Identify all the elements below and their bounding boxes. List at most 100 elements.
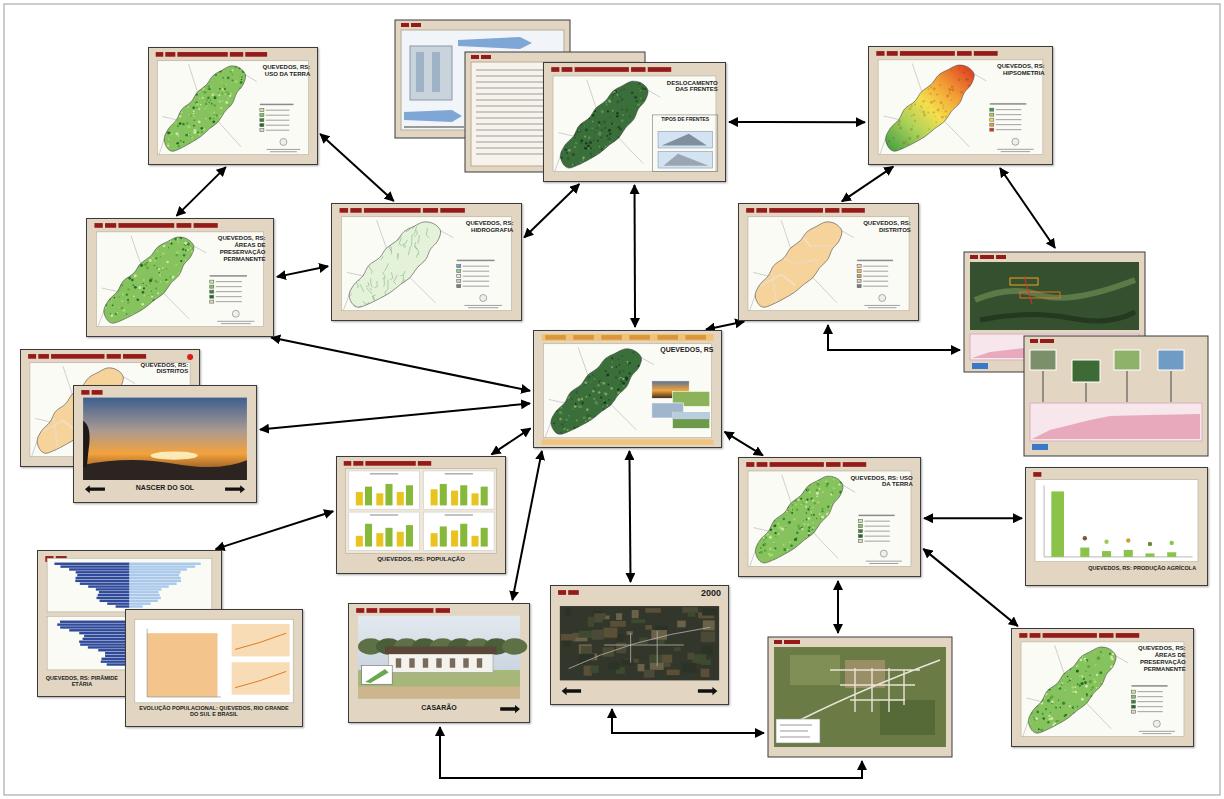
- land-dot: [549, 351, 550, 352]
- land-dot: [569, 82, 572, 85]
- land-dot: [635, 133, 638, 136]
- land-dot: [198, 108, 200, 110]
- land-dot: [129, 301, 130, 302]
- relief-dot: [970, 145, 972, 147]
- land-dot: [116, 312, 118, 314]
- slide-tab: [774, 640, 782, 644]
- profile-slide: [964, 252, 1145, 372]
- land-dot: [582, 159, 584, 161]
- river-line: [369, 229, 372, 235]
- river-line: [389, 241, 392, 251]
- river-line: [431, 254, 433, 261]
- river-line: [359, 270, 363, 276]
- caption-line: [404, 126, 464, 128]
- land-dot: [819, 546, 820, 547]
- land-dot: [215, 65, 218, 68]
- land-dot: [629, 393, 631, 395]
- map-texture: [883, 63, 979, 153]
- land-dot: [184, 307, 186, 309]
- land-dot: [115, 279, 117, 281]
- land-dot: [632, 127, 633, 128]
- land-dot: [191, 137, 193, 139]
- river-line: [348, 262, 349, 271]
- municipality-fill: [755, 476, 843, 563]
- land-dot: [568, 90, 569, 91]
- land-dot: [776, 510, 778, 512]
- land-dot: [196, 237, 199, 240]
- slide-tab: [350, 208, 361, 213]
- slide-tab: [757, 462, 768, 467]
- legend-heading-line: [857, 260, 893, 262]
- land-dot: [629, 415, 631, 417]
- land-dot: [554, 402, 556, 404]
- land-dot: [614, 86, 617, 89]
- relief-dot: [975, 129, 978, 132]
- river-line: [415, 246, 418, 255]
- municipality-fill: [560, 81, 648, 168]
- land-dot: [644, 88, 646, 90]
- land-dot: [180, 69, 182, 71]
- slide-title: QUEVEDOS, RS: DISTRITOS: [121, 362, 189, 376]
- land-dot: [755, 562, 757, 564]
- navigation-arrow: [320, 134, 394, 201]
- relief-dot: [899, 82, 901, 84]
- land-dot: [623, 385, 625, 387]
- district-line: [54, 418, 59, 453]
- river-line: [383, 227, 386, 234]
- land-dot: [166, 118, 168, 120]
- land-dot: [194, 298, 196, 300]
- land-dot: [583, 350, 585, 352]
- boundary-line: [880, 139, 886, 155]
- navigation-arrow: [260, 403, 530, 429]
- land-dot: [196, 107, 198, 109]
- river-line: [431, 304, 434, 310]
- land-dot: [103, 286, 104, 287]
- land-dot: [149, 279, 152, 282]
- land-dot: [248, 85, 250, 87]
- land-dot: [612, 350, 614, 352]
- land-dot: [104, 265, 106, 267]
- land-dot: [203, 140, 205, 142]
- land-dot: [115, 271, 117, 273]
- land-dot: [171, 283, 174, 286]
- land-dot: [559, 121, 561, 123]
- land-dot: [635, 359, 636, 360]
- district-line: [772, 272, 777, 307]
- legend-swatch: [857, 275, 861, 278]
- land-dot: [611, 361, 613, 363]
- relief-dot: [944, 144, 947, 147]
- land-dot: [173, 74, 174, 75]
- land-dot: [237, 135, 239, 137]
- map-panel: [543, 344, 711, 438]
- elevation-profile: [1032, 414, 1200, 439]
- land-dot: [606, 161, 608, 163]
- river-line: [401, 279, 404, 288]
- land-dot: [146, 285, 148, 287]
- relief-dot: [972, 99, 974, 101]
- land-dot: [626, 361, 628, 363]
- land-dot: [103, 272, 105, 274]
- land-dot: [569, 432, 572, 435]
- land-dot: [176, 142, 178, 144]
- land-dot: [617, 160, 620, 163]
- land-dot: [227, 77, 230, 80]
- land-dot: [585, 129, 588, 132]
- land-dot: [564, 93, 565, 94]
- boundary-line: [35, 418, 50, 421]
- bar: [431, 533, 438, 546]
- land-dot: [649, 92, 650, 93]
- river-line: [416, 278, 419, 286]
- land-dot: [592, 128, 593, 129]
- river-line: [374, 281, 377, 288]
- river-line: [348, 238, 351, 241]
- land-dot: [627, 363, 629, 365]
- land-dot: [556, 362, 558, 364]
- land-dot: [126, 293, 128, 295]
- land-dot: [162, 71, 165, 74]
- relief-dot: [913, 80, 916, 83]
- road: [800, 660, 940, 720]
- land-dot: [783, 556, 786, 559]
- river-line: [359, 239, 362, 246]
- land-dot: [193, 140, 194, 141]
- bar: [460, 485, 467, 505]
